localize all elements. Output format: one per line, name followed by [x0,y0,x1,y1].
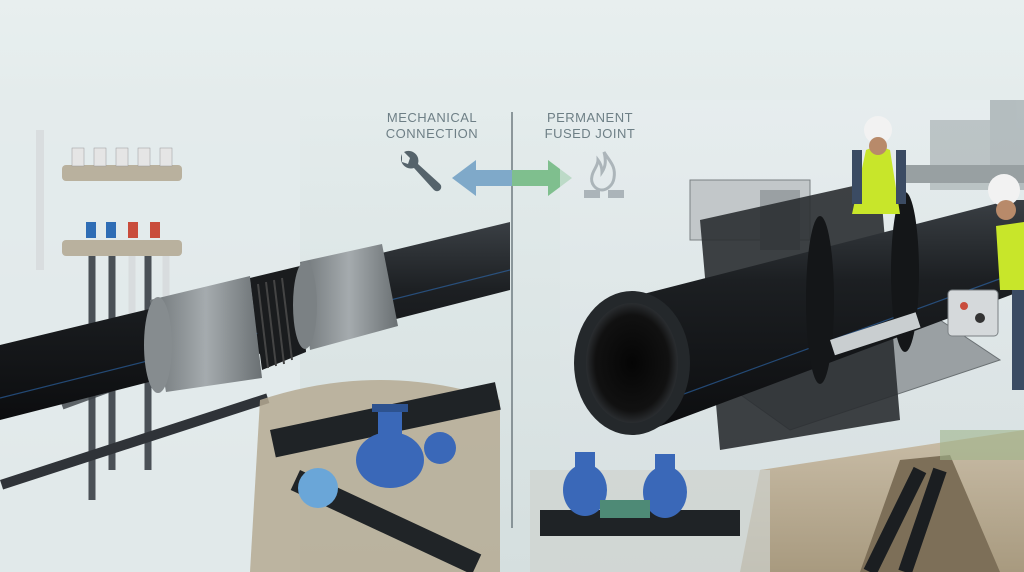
mechanical-label-line2: CONNECTION [385,126,479,141]
worker-2 [988,174,1024,390]
worker-1 [852,116,906,214]
distant-plant [900,100,1024,190]
blue-valve [298,404,456,508]
right-foreground-valves [530,452,770,572]
double-arrow-icon [452,160,572,196]
control-box [947,289,999,337]
mechanical-connection-label: MECHANICAL CONNECTION [372,110,492,142]
large-hdpe-pipe [574,192,1024,435]
fused-label-line1: PERMANENT [546,110,634,125]
wrench-icon [400,150,442,192]
left-trench [250,380,501,572]
mechanical-label-line1: MECHANICAL [386,110,478,125]
compression-fitting-assembly [0,222,511,420]
right-trench [740,430,1024,572]
fused-label-line2: FUSED JOINT [544,126,636,141]
fused-joint-label: PERMANENT FUSED JOINT [532,110,648,142]
